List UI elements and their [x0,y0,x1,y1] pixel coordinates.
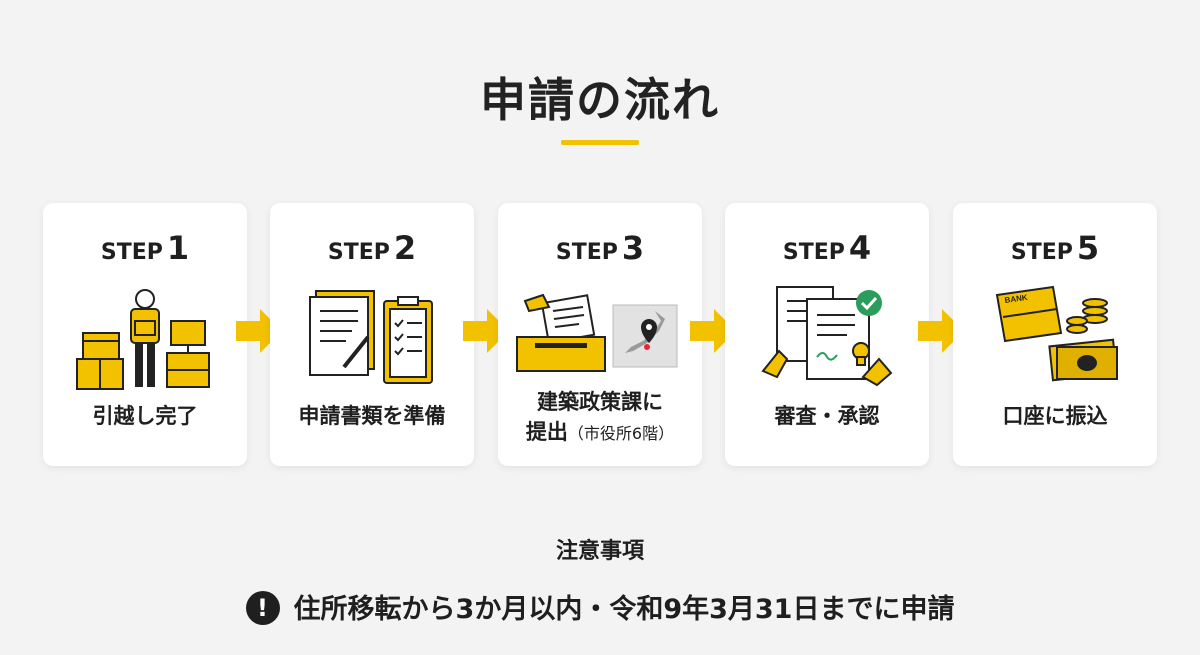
right-arrow-icon [459,305,511,357]
bank-transfer-icon: BANK [953,281,1157,393]
notes-deadline: ! 住所移転から3か月以内・令和9年3月31日までに申請 [0,587,1200,628]
step-number: 1 [166,229,190,267]
right-arrow-icon [914,305,966,357]
title-underline [561,140,639,145]
submission-box-map-icon [498,281,702,393]
step-text: 口座に振込 [1002,404,1108,428]
right-arrow-icon [686,305,738,357]
step-word: STEP [555,240,618,265]
step-text-main: 提出 [525,420,568,444]
bank-label: BANK [1004,293,1028,305]
step-text: 審査・承認 [774,404,880,428]
step-word: STEP [100,240,163,265]
moving-boxes-person-icon [43,281,247,393]
notes-text: 住所移転から3か月以内・令和9年3月31日までに申請 [293,594,955,625]
step-number: 3 [621,229,645,267]
step-text: 引越し完了 [92,404,198,428]
step-word: STEP [1010,240,1073,265]
step-word: STEP [327,240,390,265]
page-title: 申請の流れ [480,73,720,127]
step-text: 申請書類を準備 [298,404,446,428]
exclamation-icon: ! [245,590,280,625]
step-word: STEP [782,240,845,265]
step-number: 4 [848,229,872,267]
notes-heading: 注意事項 [555,539,644,564]
step-text-location: （市役所6階） [567,424,675,443]
step-number: 2 [393,229,417,267]
documents-clipboard-icon [270,281,474,393]
step-text: 建築政策課に [537,390,663,414]
review-approval-icon [725,281,929,393]
step-number: 5 [1076,229,1100,267]
step-text-line2: 提出（市役所6階） [498,417,702,449]
